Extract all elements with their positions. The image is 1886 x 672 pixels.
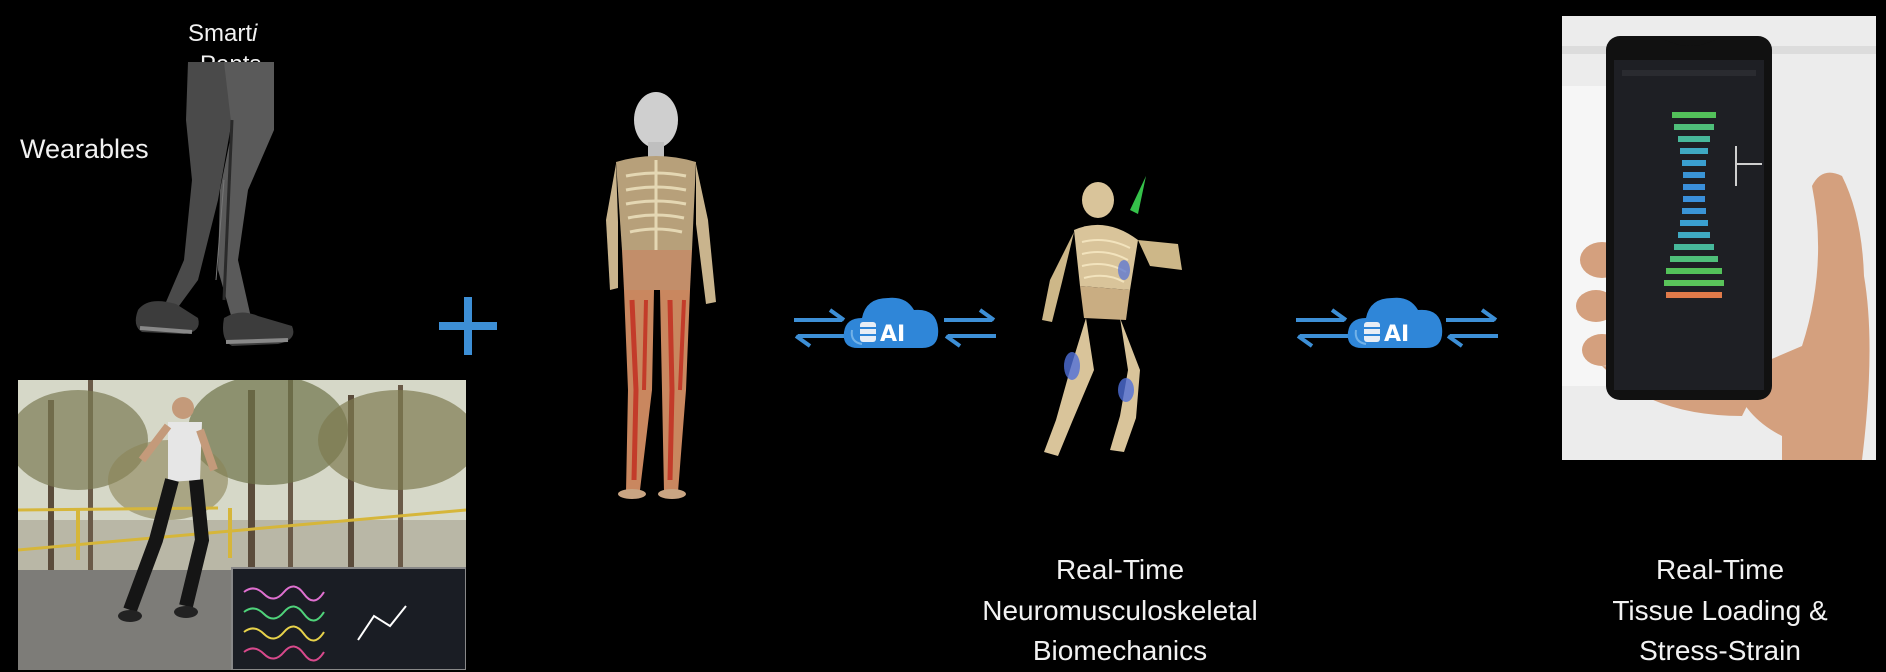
database-icon	[860, 322, 876, 342]
smart-pants-legs	[166, 62, 274, 326]
laptop-monitor	[232, 568, 466, 670]
force-vector-indicator	[1130, 176, 1146, 214]
smartphone	[1606, 36, 1772, 400]
tissue-caption-line3: Stress-Strain	[1560, 631, 1880, 672]
neuro-caption-line3: Biomechanics	[930, 631, 1310, 672]
runner-video-frame	[18, 380, 466, 670]
runner-scene	[18, 380, 466, 670]
phone-photo	[1562, 16, 1876, 460]
musculoskeletal-model-standing	[600, 90, 750, 500]
musculoskeletal-model-moving	[1010, 170, 1210, 470]
ai-cloud-label: AI	[880, 322, 905, 347]
bidirectional-arrows-icon	[1292, 306, 1352, 350]
tissue-caption: Real-Time Tissue Loading & Stress-Strain	[1560, 550, 1880, 672]
smart-pants-label-italic: i	[252, 20, 257, 47]
neuro-caption: Real-Time Neuromusculoskeletal Biomechan…	[930, 550, 1310, 672]
smart-pants-label-line1: Smart	[188, 20, 252, 47]
bidirectional-arrows-icon	[1442, 306, 1502, 350]
bidirectional-arrows-icon	[790, 306, 850, 350]
neuro-caption-line2: Neuromusculoskeletal	[930, 591, 1310, 632]
smart-pants-image	[128, 60, 340, 372]
tissue-caption-line1: Real-Time	[1560, 550, 1880, 591]
ai-cloud-database-icon: AI	[1346, 288, 1446, 354]
leg-muscles	[624, 290, 690, 492]
database-icon	[1364, 322, 1380, 342]
plus-icon	[435, 293, 501, 359]
neuro-caption-line1: Real-Time	[930, 550, 1310, 591]
running-shoes	[136, 301, 294, 346]
tissue-caption-line2: Tissue Loading &	[1560, 591, 1880, 632]
ai-cloud-database-icon: AI	[842, 288, 942, 354]
ai-cloud-label: AI	[1384, 322, 1409, 347]
phone-scene	[1562, 16, 1876, 460]
bidirectional-arrows-icon	[940, 306, 1000, 350]
